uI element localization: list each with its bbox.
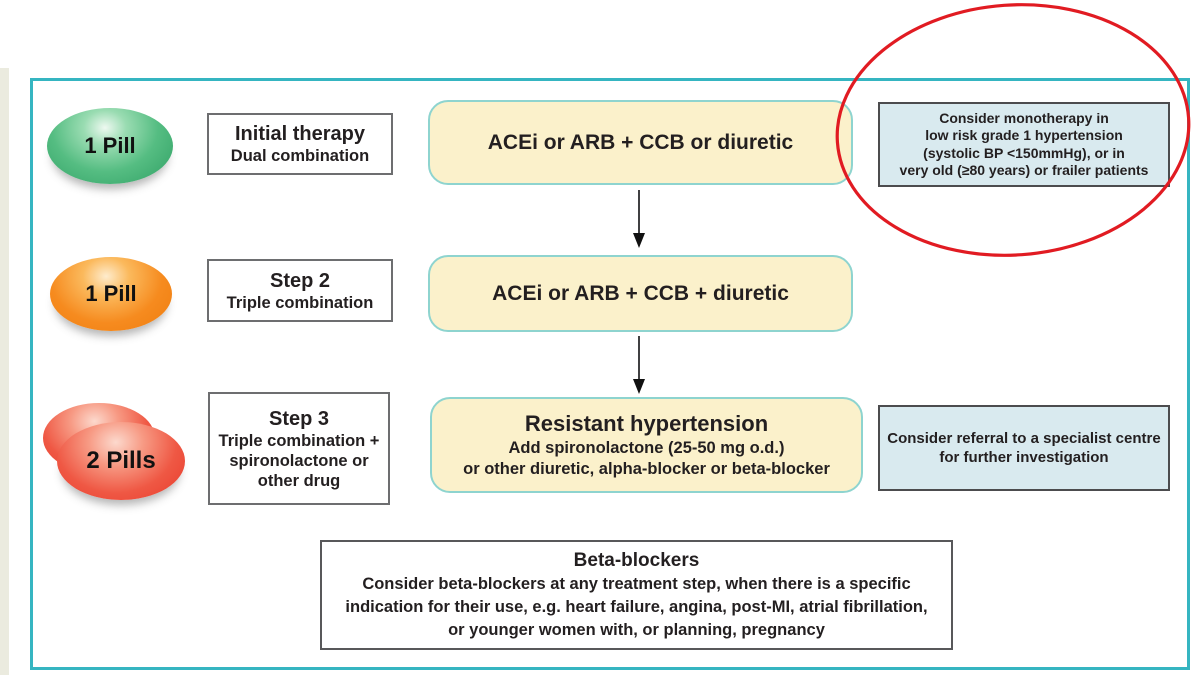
therapy-box-triple-combination: ACEi or ARB + CCB + diuretic: [428, 255, 853, 332]
therapy-box-resistant-hypertension: Resistant hypertension Add spironolacton…: [430, 397, 863, 493]
pill-count-label: 2 Pills: [86, 447, 156, 474]
green-pill-icon: 1 Pill: [47, 108, 173, 184]
therapy-title: Resistant hypertension: [524, 411, 769, 436]
pill-count-label: 1 Pill: [85, 281, 137, 306]
therapy-box-dual-combination: ACEi or ARB + CCB or diuretic: [428, 100, 853, 185]
note-text: Consider referral to a specialist centre…: [887, 430, 1161, 466]
step-subtitle: Triple combination: [226, 293, 374, 312]
therapy-title: ACEi or ARB + CCB + diuretic: [492, 281, 789, 305]
step-title: Initial therapy: [234, 123, 366, 145]
red-pill-front-icon: 2 Pills: [57, 422, 185, 500]
step-box-step-2: Step 2 Triple combination: [207, 259, 393, 322]
step-box-step-3: Step 3 Triple combination + spironolacto…: [208, 392, 390, 505]
arrow-down-icon: [633, 336, 645, 394]
beta-blockers-title: Beta-blockers: [573, 550, 700, 571]
beta-blockers-box: Beta-blockers Consider beta-blockers at …: [320, 540, 953, 650]
step-subtitle: Triple combination + spironolactone or o…: [218, 431, 380, 490]
step-title: Step 2: [269, 269, 331, 292]
step-subtitle: Dual combination: [230, 147, 370, 165]
arrow-down-icon: [633, 190, 645, 248]
note-box-specialist-referral: Consider referral to a specialist centre…: [878, 405, 1170, 491]
therapy-subtitle: Add spironolactone (25-50 mg o.d.) or ot…: [463, 439, 830, 478]
note-box-monotherapy: Consider monotherapy in low risk grade 1…: [878, 102, 1170, 187]
note-text: Consider monotherapy in low risk grade 1…: [899, 109, 1149, 179]
pill-count-label: 1 Pill: [84, 133, 136, 158]
orange-pill-icon: 1 Pill: [50, 257, 172, 331]
page-edge-strip: [0, 68, 9, 675]
step-box-initial-therapy: Initial therapy Dual combination: [207, 113, 393, 175]
beta-blockers-body: Consider beta-blockers at any treatment …: [345, 575, 928, 639]
therapy-title: ACEi or ARB + CCB or diuretic: [487, 130, 794, 154]
step-title: Step 3: [268, 407, 330, 430]
